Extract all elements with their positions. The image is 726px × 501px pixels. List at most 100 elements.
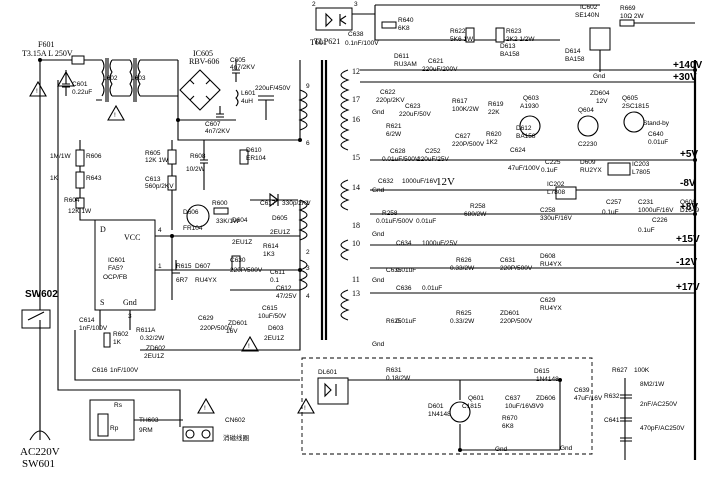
svg-text:0.33/2W: 0.33/2W xyxy=(450,265,475,272)
svg-text:3: 3 xyxy=(354,1,358,8)
svg-text:IC605: IC605 xyxy=(193,49,213,58)
svg-text:0.1uF: 0.1uF xyxy=(602,209,619,216)
svg-text:100K/2W: 100K/2W xyxy=(452,106,480,113)
svg-text:560p/2KV: 560p/2KV xyxy=(145,183,174,190)
svg-text:1nF/100V: 1nF/100V xyxy=(79,325,108,332)
svg-text:-8V: -8V xyxy=(680,178,696,189)
svg-text:C623: C623 xyxy=(405,103,421,110)
svg-text:L601: L601 xyxy=(241,90,256,97)
svg-text:1: 1 xyxy=(158,263,162,270)
svg-text:Q601: Q601 xyxy=(468,395,484,402)
svg-text:0.1: 0.1 xyxy=(270,277,279,284)
svg-text:IC202: IC202 xyxy=(547,181,565,188)
svg-text:2: 2 xyxy=(306,249,310,256)
svg-text:R643: R643 xyxy=(86,175,102,182)
svg-text:1K3: 1K3 xyxy=(263,251,275,258)
svg-text:D605: D605 xyxy=(272,215,288,222)
svg-text:220P/500V: 220P/500V xyxy=(200,325,233,332)
svg-text:0.01uF: 0.01uF xyxy=(396,318,416,325)
output-bus: +140V +30V Stand-by +5V -8V +8V +15V -12… xyxy=(360,60,703,460)
svg-text:BA158: BA158 xyxy=(565,56,585,63)
svg-text:0.33/2W: 0.33/2W xyxy=(450,318,475,325)
svg-text:Gnd: Gnd xyxy=(372,109,385,116)
svg-text:11: 11 xyxy=(352,275,360,284)
svg-text:0.01uF: 0.01uF xyxy=(422,285,442,292)
svg-text:220uF/200V: 220uF/200V xyxy=(422,66,458,73)
svg-text:R632: R632 xyxy=(604,393,620,400)
svg-text:0.01uF: 0.01uF xyxy=(396,267,416,274)
svg-text:R620: R620 xyxy=(486,131,502,138)
svg-text:!: ! xyxy=(114,112,116,119)
svg-text:4: 4 xyxy=(306,293,310,300)
svg-text:Q604: Q604 xyxy=(578,107,594,114)
svg-text:+30V: +30V xyxy=(673,72,697,83)
svg-text:R626: R626 xyxy=(456,257,472,264)
svg-text:ZD606: ZD606 xyxy=(536,395,556,402)
svg-text:1N4148: 1N4148 xyxy=(428,411,451,418)
svg-text:15: 15 xyxy=(352,153,360,162)
svg-text:0.18/2W: 0.18/2W xyxy=(386,375,411,382)
svg-text:L603: L603 xyxy=(131,75,146,82)
svg-text:22K: 22K xyxy=(488,109,500,116)
svg-text:IC203: IC203 xyxy=(632,161,650,168)
svg-text:R615: R615 xyxy=(176,263,192,270)
svg-text:+8V: +8V xyxy=(680,202,698,213)
ic601-body xyxy=(94,219,156,311)
svg-text:D1649: D1649 xyxy=(680,207,700,214)
svg-text:+5V: +5V xyxy=(680,149,698,160)
svg-text:330p/2KV: 330p/2KV xyxy=(282,200,311,207)
svg-text:33K/1W: 33K/1W xyxy=(216,218,240,225)
svg-text:6R7: 6R7 xyxy=(176,277,188,284)
svg-text:C637: C637 xyxy=(505,395,521,402)
svg-text:0.01uF: 0.01uF xyxy=(648,139,668,146)
svg-text:D608: D608 xyxy=(540,253,556,260)
svg-text:R627: R627 xyxy=(612,367,628,374)
svg-text:4uH: 4uH xyxy=(241,98,253,105)
svg-text:12: 12 xyxy=(352,67,360,76)
svg-text:220p/2KV: 220p/2KV xyxy=(376,97,405,104)
svg-text:ER104: ER104 xyxy=(246,155,266,162)
svg-text:R622: R622 xyxy=(450,28,466,35)
svg-text:R602: R602 xyxy=(113,331,129,338)
transformer-t601: T601 9 6 1 2 3 4 12 17 16 15 14 18 10 11… xyxy=(298,38,360,340)
svg-text:!: ! xyxy=(204,405,206,412)
svg-text:C616: C616 xyxy=(92,367,108,374)
svg-text:Gnd: Gnd xyxy=(123,298,137,307)
svg-text:T3.15A L 250V: T3.15A L 250V xyxy=(22,49,73,58)
svg-text:R608: R608 xyxy=(190,153,206,160)
svg-text:D613: D613 xyxy=(500,43,516,50)
svg-text:16V: 16V xyxy=(226,328,238,335)
svg-text:C629: C629 xyxy=(540,297,556,304)
svg-text:VCC: VCC xyxy=(124,233,140,242)
svg-text:RU2YX: RU2YX xyxy=(580,167,602,174)
svg-text:R614: R614 xyxy=(263,243,279,250)
svg-text:Gnd: Gnd xyxy=(372,277,385,284)
svg-text:D607: D607 xyxy=(195,263,211,270)
svg-text:C634: C634 xyxy=(396,240,412,247)
svg-text:1K2: 1K2 xyxy=(486,139,498,146)
svg-text:RU3AM: RU3AM xyxy=(394,61,417,68)
svg-text:220uF/50V: 220uF/50V xyxy=(399,111,431,118)
svg-text:Gnd: Gnd xyxy=(372,231,385,238)
svg-text:8M2/1W: 8M2/1W xyxy=(640,381,665,388)
svg-text:14: 14 xyxy=(352,183,360,192)
svg-text:Rp: Rp xyxy=(110,425,119,432)
svg-text:R258: R258 xyxy=(470,203,486,210)
svg-text:18: 18 xyxy=(352,221,360,230)
svg-text:D609: D609 xyxy=(580,159,596,166)
svg-text:Gnd: Gnd xyxy=(372,341,385,348)
svg-text:!: ! xyxy=(248,343,250,350)
svg-text:C632: C632 xyxy=(378,178,394,185)
svg-text:C613: C613 xyxy=(145,176,161,183)
svg-text:C640: C640 xyxy=(648,131,664,138)
svg-text:12V: 12V xyxy=(436,176,455,188)
svg-text:3: 3 xyxy=(306,265,310,272)
svg-text:2EU1Z: 2EU1Z xyxy=(270,229,290,236)
svg-text:RU4YX: RU4YX xyxy=(540,261,562,268)
svg-text:9RM: 9RM xyxy=(139,427,153,434)
svg-text:0.01uF/500V: 0.01uF/500V xyxy=(376,218,414,225)
protection-box: DL601 R631 0.18/2W D601 1N4148 Q601 C181… xyxy=(301,357,603,455)
svg-text:D: D xyxy=(100,225,106,234)
svg-text:6/2W: 6/2W xyxy=(386,131,402,138)
